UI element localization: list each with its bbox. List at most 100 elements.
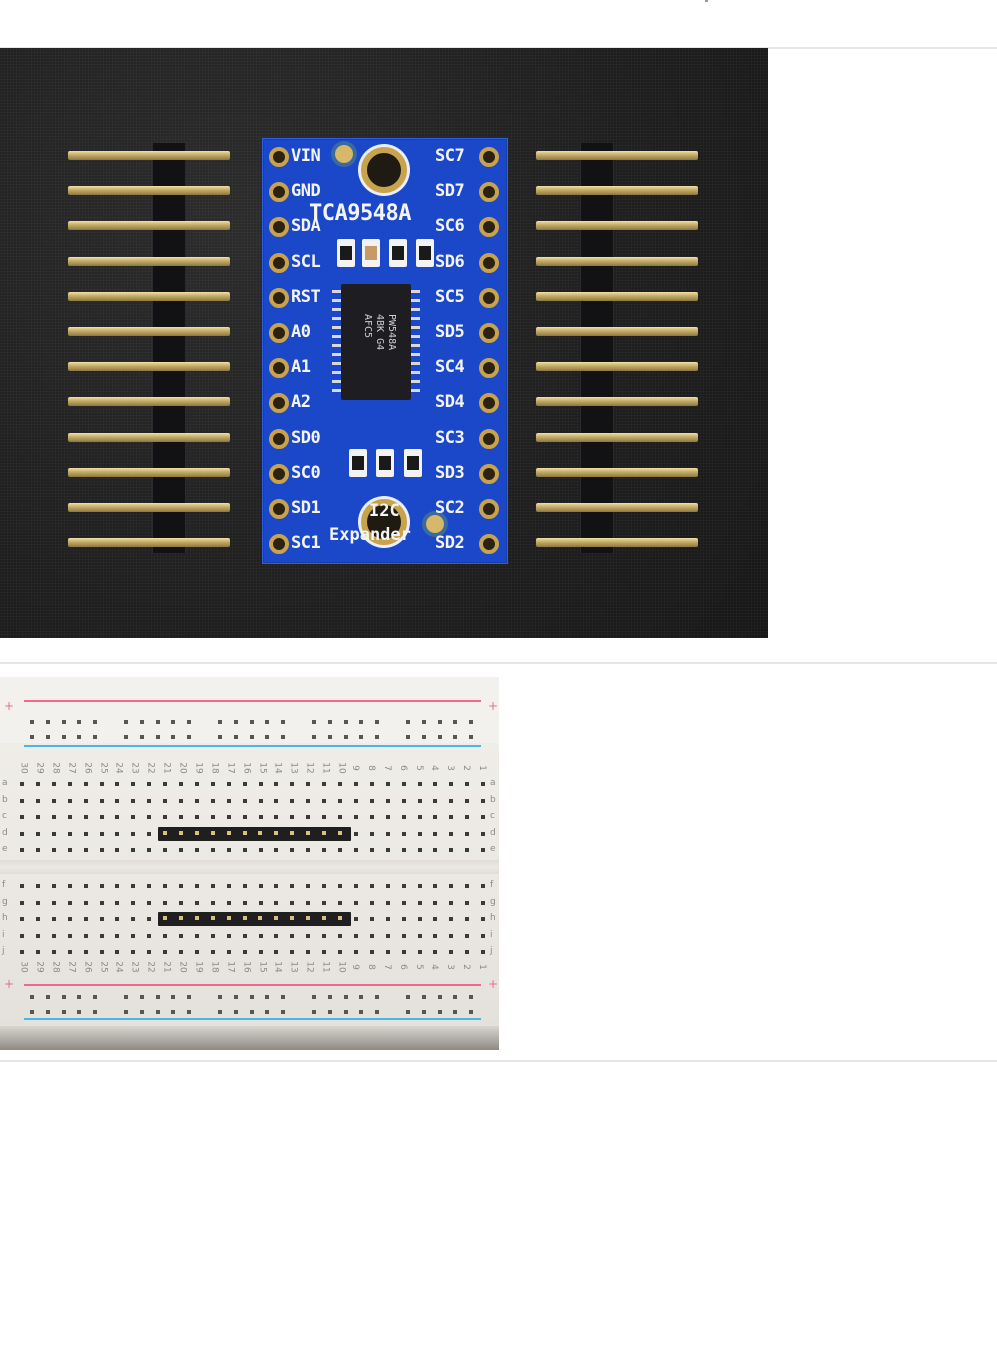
header-pin-tip xyxy=(274,830,279,835)
breadboard-hole xyxy=(115,848,120,852)
chip-leg xyxy=(411,371,420,374)
breadboard-hole xyxy=(210,798,215,803)
breadboard-hole xyxy=(35,884,40,888)
rail-hole xyxy=(406,735,410,739)
column-number: 20 xyxy=(177,762,188,774)
column-number: 12 xyxy=(304,762,315,774)
breadboard-hole xyxy=(258,782,263,786)
column-number: 11 xyxy=(320,762,331,774)
breadboard-hole xyxy=(131,848,136,852)
rail-hole xyxy=(249,720,254,724)
breadboard-hole xyxy=(449,831,454,836)
rail-hole xyxy=(233,995,238,999)
breadboard-hole xyxy=(35,782,40,786)
breadboard-hole xyxy=(449,848,454,852)
breadboard-hole xyxy=(433,782,438,786)
plus-sign: + xyxy=(4,977,15,991)
divider-middle xyxy=(0,662,997,664)
rail-hole xyxy=(218,1010,222,1014)
breadboard-hole xyxy=(83,798,88,803)
rail-hole xyxy=(77,995,82,999)
breadboard-hole xyxy=(338,848,342,852)
breadboard-hole xyxy=(353,950,358,954)
pin-label-sd1: SD1 xyxy=(291,498,321,518)
column-number: 9 xyxy=(349,964,360,970)
breadboard-hole xyxy=(290,848,295,852)
column-number: 18 xyxy=(209,961,220,973)
rail-hole xyxy=(327,720,332,724)
pin-pad xyxy=(269,287,289,308)
breadboard-hole xyxy=(226,815,231,819)
breadboard-hole xyxy=(20,900,24,905)
breadboard-hole xyxy=(147,815,152,819)
breadboard-hole xyxy=(242,950,247,954)
pin-pad xyxy=(269,428,289,449)
breadboard-hole xyxy=(115,815,120,819)
breadboard-hole xyxy=(369,950,374,954)
breadboard-hole xyxy=(481,933,486,938)
header-pin xyxy=(68,362,230,372)
chip-leg xyxy=(411,362,420,365)
header-pin-tip xyxy=(163,830,168,835)
breadboard-hole xyxy=(417,884,422,888)
breadboard-hole xyxy=(353,831,358,836)
left-header-strip-body xyxy=(152,143,186,553)
breadboard-hole xyxy=(51,950,56,954)
pin-pad xyxy=(479,252,499,273)
column-number: 9 xyxy=(349,765,360,771)
breadboard-hole xyxy=(465,798,470,803)
breadboard-hole xyxy=(401,782,406,786)
row-letter-j: j xyxy=(2,946,5,956)
breadboard-hole xyxy=(226,933,231,938)
breadboard-hole xyxy=(67,950,72,954)
breadboard-hole xyxy=(115,917,120,921)
breadboard-hole xyxy=(147,782,152,786)
breadboard-hole xyxy=(179,815,183,819)
breadboard-hole xyxy=(417,900,422,905)
rail-hole xyxy=(437,720,442,724)
rail-hole xyxy=(375,720,380,724)
breadboard-hole xyxy=(417,782,422,786)
header-pin xyxy=(536,467,698,477)
rail-hole xyxy=(30,720,34,724)
rail-hole xyxy=(124,995,128,999)
chip-leg xyxy=(332,371,341,374)
breadboard-hole xyxy=(83,917,88,921)
rail-hole xyxy=(469,995,474,999)
pin-pad xyxy=(479,393,499,414)
pin-label-gnd: GND xyxy=(291,181,321,202)
breadboard-hole xyxy=(369,933,374,938)
rail-hole xyxy=(469,720,474,724)
breadboard-hole xyxy=(353,917,358,921)
rail-hole xyxy=(281,735,286,739)
breadboard-hole xyxy=(194,884,199,888)
breadboard-hole xyxy=(67,815,72,819)
column-number: 4 xyxy=(429,964,440,970)
breadboard-hole xyxy=(481,900,486,905)
rail-hole xyxy=(187,720,192,724)
pin-pad xyxy=(269,393,289,414)
header-pin xyxy=(536,151,698,160)
breadboard-hole xyxy=(322,798,327,803)
breadboard-hole xyxy=(35,900,40,905)
breadboard-hole xyxy=(131,815,136,819)
column-number: 6 xyxy=(397,765,408,771)
breadboard-hole xyxy=(51,848,56,852)
breadboard-hole xyxy=(147,831,152,836)
breadboard-hole xyxy=(163,884,168,888)
breadboard-hole xyxy=(338,815,342,819)
breadboard-hole xyxy=(83,782,88,786)
breadboard-hole xyxy=(115,884,120,888)
header-pin xyxy=(68,291,230,301)
header-pin xyxy=(536,538,698,548)
pin-label-sc6: SC6 xyxy=(435,216,465,237)
pin-label-sd2: SD2 xyxy=(435,533,465,554)
breadboard-hole xyxy=(194,848,199,852)
breadboard-hole xyxy=(338,884,342,888)
breadboard-hole xyxy=(401,848,406,852)
breadboard-hole xyxy=(274,884,279,888)
pin-pad xyxy=(479,217,499,238)
breadboard-hole xyxy=(99,900,104,905)
resistor xyxy=(389,239,407,267)
column-number: 20 xyxy=(177,961,188,973)
